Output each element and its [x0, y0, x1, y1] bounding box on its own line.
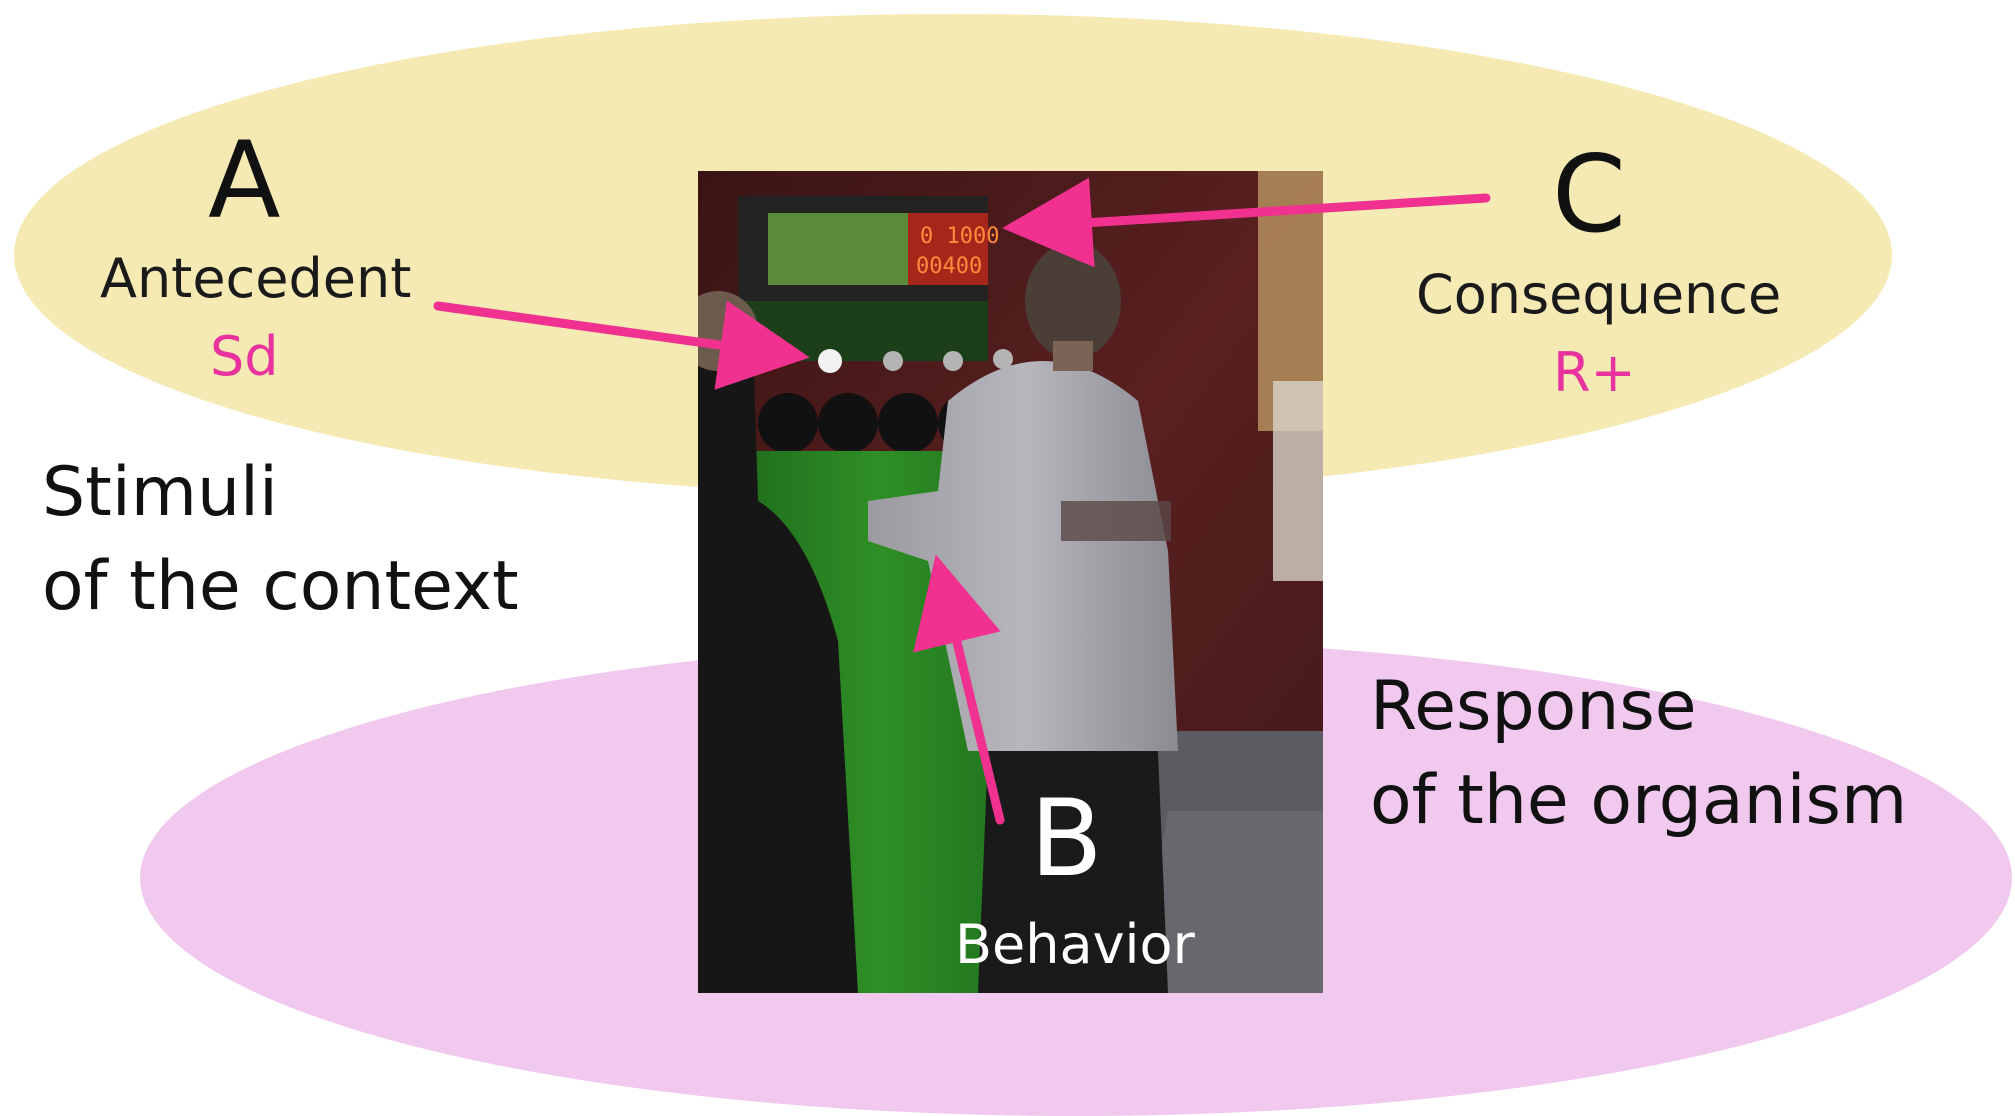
context-caption-line2: of the context — [42, 547, 519, 626]
antecedent-label: Antecedent — [100, 247, 412, 310]
cabinet-hole-2 — [818, 393, 878, 453]
player-neck — [1053, 341, 1093, 371]
cabinet-scoreboard — [908, 213, 988, 285]
bystander — [698, 299, 858, 993]
cabinet-hole-1 — [758, 393, 818, 453]
antecedent-code: Sd — [210, 325, 279, 388]
consequence-code: R+ — [1553, 341, 1636, 404]
context-caption: Stimuli of the context — [42, 446, 519, 634]
response-caption: Response of the organism — [1370, 660, 1907, 848]
scoreboard-line1: 0 1000 — [920, 224, 999, 249]
photo-window-frame — [1273, 381, 1323, 581]
scoreboard-line2: 00400 — [916, 254, 982, 279]
player-hoodie-logo — [1061, 501, 1171, 541]
behavior-letter: B — [1030, 777, 1103, 900]
response-caption-line2: of the organism — [1370, 761, 1908, 840]
cabinet-button-lit — [818, 349, 842, 373]
photo-pavement-shade — [1138, 811, 1323, 993]
player-legs — [978, 751, 1168, 993]
antecedent-letter: A — [208, 119, 281, 242]
cabinet-hole-3 — [878, 393, 938, 453]
consequence-label: Consequence — [1416, 263, 1782, 326]
player-hoodie — [868, 361, 1178, 751]
arcade-photo: 0 1000 00400 — [698, 171, 1323, 993]
cabinet-button-2 — [883, 351, 903, 371]
context-caption-line1: Stimuli — [42, 453, 278, 532]
behavior-label: Behavior — [955, 913, 1195, 976]
response-caption-line1: Response — [1370, 667, 1697, 746]
cabinet-screen — [768, 213, 918, 285]
player-head — [1025, 243, 1121, 359]
cabinet-button-4 — [993, 349, 1013, 369]
cabinet-button-3 — [943, 351, 963, 371]
consequence-letter: C — [1552, 133, 1627, 256]
